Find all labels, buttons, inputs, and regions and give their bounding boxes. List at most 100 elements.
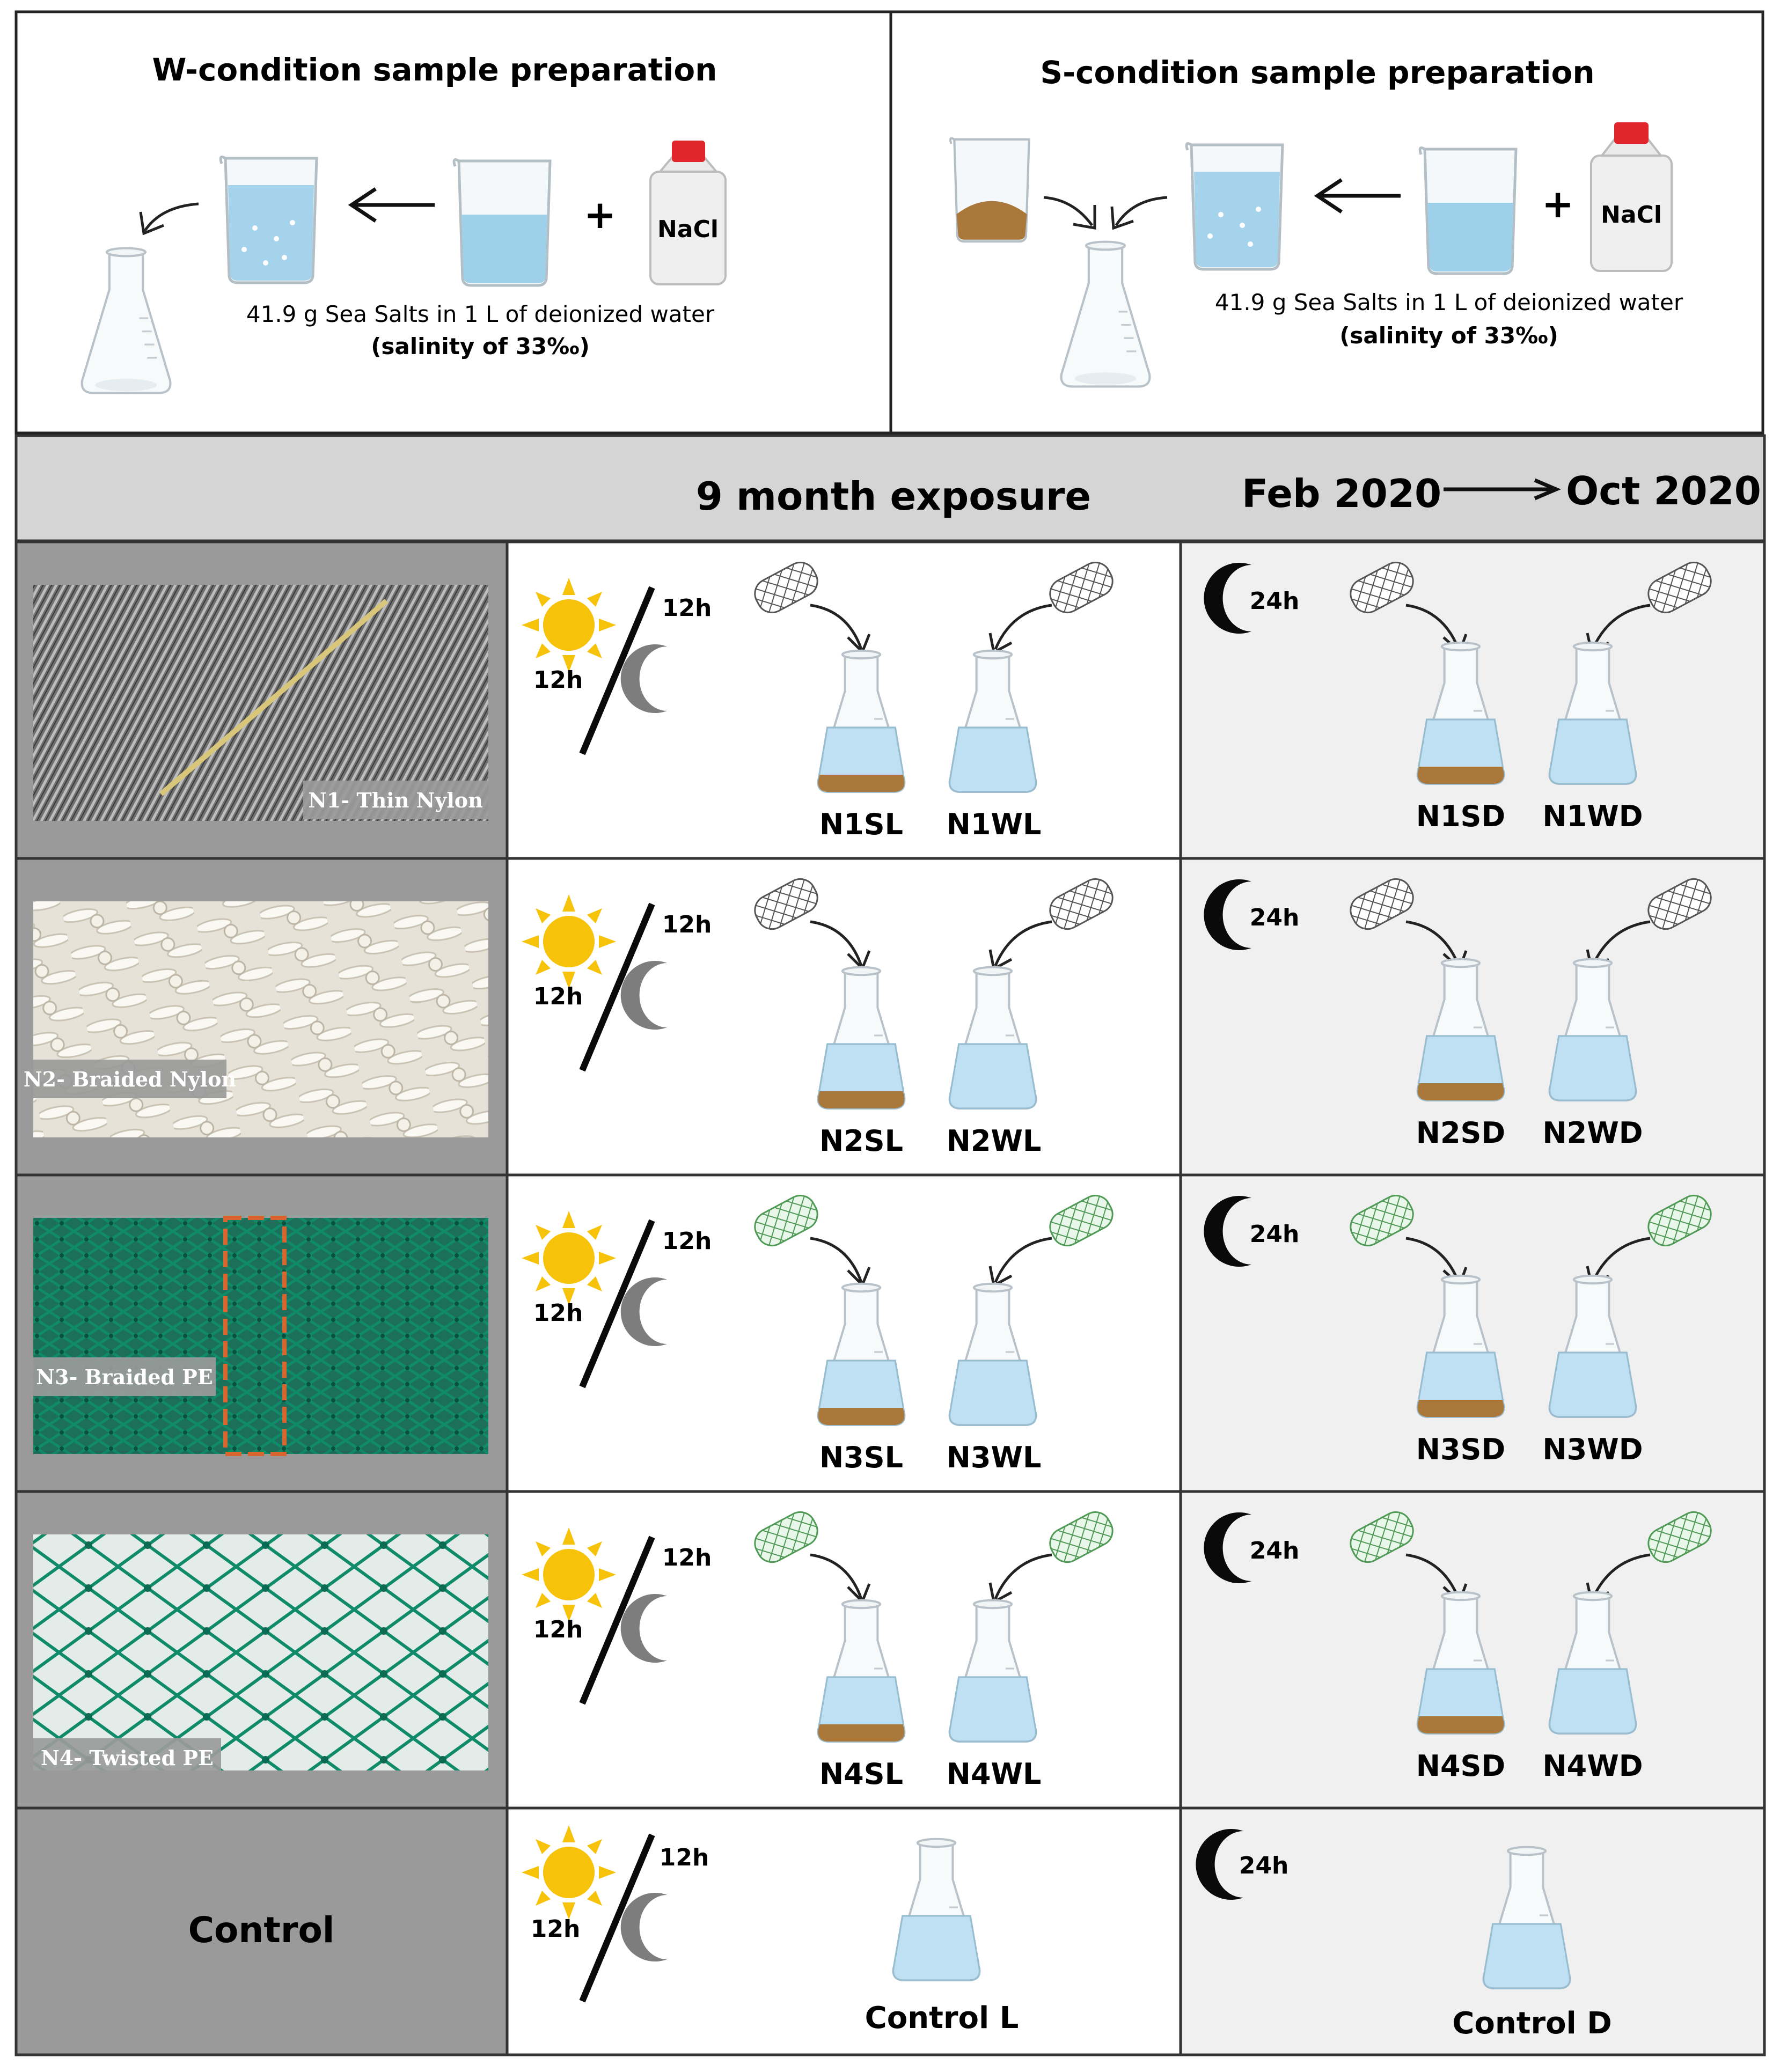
w-arrow-left: [348, 187, 435, 223]
net-sample-icon: [754, 1511, 818, 1563]
control-light-panel: [506, 1806, 1182, 2056]
net-sample-icon: [1350, 1511, 1414, 1563]
net-photo: [33, 901, 488, 1137]
w-nacl-bottle: [649, 141, 727, 285]
full-dark-hours-label: 24h: [1250, 1537, 1300, 1564]
w-prep-title: W-condition sample preparation: [152, 52, 717, 88]
s-recipe-line1: 41.9 g Sea Salts in 1 L of deionized wat…: [1215, 289, 1683, 315]
exposure-start: Feb 2020: [1242, 471, 1441, 516]
sample-code-sd: N2SD: [1416, 1116, 1505, 1150]
light-hours-label: 12h: [662, 594, 712, 622]
s-pour-arrow-water: [1110, 196, 1168, 230]
net-sample-icon: [754, 561, 818, 614]
w-pour-arrow: [139, 202, 199, 236]
net-sample-icon: [754, 878, 818, 930]
s-arrow-left: [1314, 178, 1401, 214]
cycle-divider: [579, 1219, 655, 1388]
sun-icon: [522, 894, 616, 989]
s-nacl-label: NaCl: [1601, 201, 1662, 229]
photo-label-box: [303, 781, 488, 819]
photo-label: N4- Twisted PE: [41, 1746, 214, 1770]
photo-label-box: [33, 1357, 216, 1396]
sample-code-wl: N4WL: [947, 1757, 1042, 1791]
s-mixed-beaker: [1186, 144, 1283, 269]
s-plus: +: [1542, 181, 1574, 226]
orange-lashing: [223, 1216, 287, 1456]
photo-label-box: [33, 1738, 221, 1777]
s-sediment-beaker: [950, 138, 1029, 241]
sample-code-sd: N3SD: [1416, 1432, 1505, 1466]
dark-hours-label: 12h: [533, 1299, 583, 1327]
net-sample-icon: [1647, 1511, 1712, 1563]
s-recipe-line2: (salinity of 33‰): [1339, 322, 1558, 349]
full-dark-hours-label: 24h: [1250, 1221, 1300, 1248]
full-dark-hours-label: 24h: [1239, 1852, 1289, 1879]
dark-hours-label: 12h: [531, 1915, 581, 1943]
sample-code-wd: N3WD: [1542, 1432, 1643, 1466]
sample-code-sd: N1SD: [1416, 799, 1505, 833]
w-water-beaker: [454, 160, 550, 285]
photo-label: N3- Braided PE: [36, 1365, 213, 1389]
dark-hours-label: 12h: [533, 983, 583, 1010]
w-plus: +: [584, 192, 616, 237]
net-photo: [33, 1218, 488, 1454]
s-nacl-bottle: [1590, 122, 1673, 272]
sample-code-sd: N4SD: [1416, 1749, 1505, 1783]
net-sample-icon: [1350, 1194, 1414, 1247]
s-water-beaker: [1420, 148, 1516, 274]
light-hours-label: 12h: [662, 1228, 712, 1255]
sample-code-wd: N1WD: [1542, 799, 1643, 833]
exposure-duration: 9 month exposure: [696, 474, 1091, 519]
w-mixed-beaker: [221, 157, 317, 283]
cycle-divider: [579, 902, 655, 1072]
sample-code-wl: N3WL: [947, 1441, 1042, 1474]
sun-icon: [522, 1211, 616, 1305]
control-label: Control: [188, 1909, 335, 1951]
cycle-divider: [579, 586, 655, 755]
full-dark-hours-label: 24h: [1250, 904, 1300, 931]
control-light-code: Control L: [865, 2001, 1019, 2036]
light-hours-label: 12h: [662, 1544, 712, 1571]
light-hours-label: 12h: [662, 911, 712, 938]
control-dark-code: Control D: [1452, 2006, 1611, 2041]
photo-label: N1- Thin Nylon: [308, 788, 483, 812]
dark-hours-label: 12h: [533, 666, 583, 694]
w-recipe-line2: (salinity of 33‰): [371, 333, 590, 359]
sample-code-sl: N2SL: [819, 1124, 903, 1158]
net-sample-icon: [1049, 561, 1114, 614]
net-sample-icon: [1647, 561, 1712, 614]
control-label-panel: [14, 1806, 509, 2056]
net-sample-icon: [1049, 1194, 1114, 1247]
sun-icon: [522, 578, 616, 672]
sun-icon: [522, 1825, 616, 1920]
exposure-end: Oct 2020: [1566, 468, 1761, 513]
sample-code-wd: N4WD: [1542, 1749, 1643, 1783]
cycle-divider: [579, 1833, 655, 2003]
sample-code-sl: N3SL: [819, 1441, 903, 1474]
photo-label: N2- Braided Nylon: [24, 1067, 236, 1091]
s-prep-title: S-condition sample preparation: [1040, 54, 1594, 91]
w-nacl-label: NaCl: [657, 216, 719, 243]
photo-label-box: [33, 1060, 226, 1098]
full-dark-hours-label: 24h: [1250, 587, 1300, 615]
sample-code-wl: N2WL: [947, 1124, 1042, 1158]
sample-code-sl: N1SL: [819, 807, 903, 841]
net-sample-icon: [1049, 1511, 1114, 1563]
control-dark-panel: [1179, 1806, 1766, 2056]
sun-icon: [522, 1527, 616, 1622]
sample-code-sl: N4SL: [819, 1757, 903, 1791]
net-sample-icon: [1049, 878, 1114, 930]
net-sample-icon: [1350, 878, 1414, 930]
net-photo: [33, 1534, 488, 1770]
net-sample-icon: [1350, 561, 1414, 614]
net-sample-icon: [1647, 1194, 1712, 1247]
dark-hours-label: 12h: [533, 1616, 583, 1643]
sample-code-wd: N2WD: [1542, 1116, 1643, 1150]
net-sample-icon: [754, 1194, 818, 1247]
